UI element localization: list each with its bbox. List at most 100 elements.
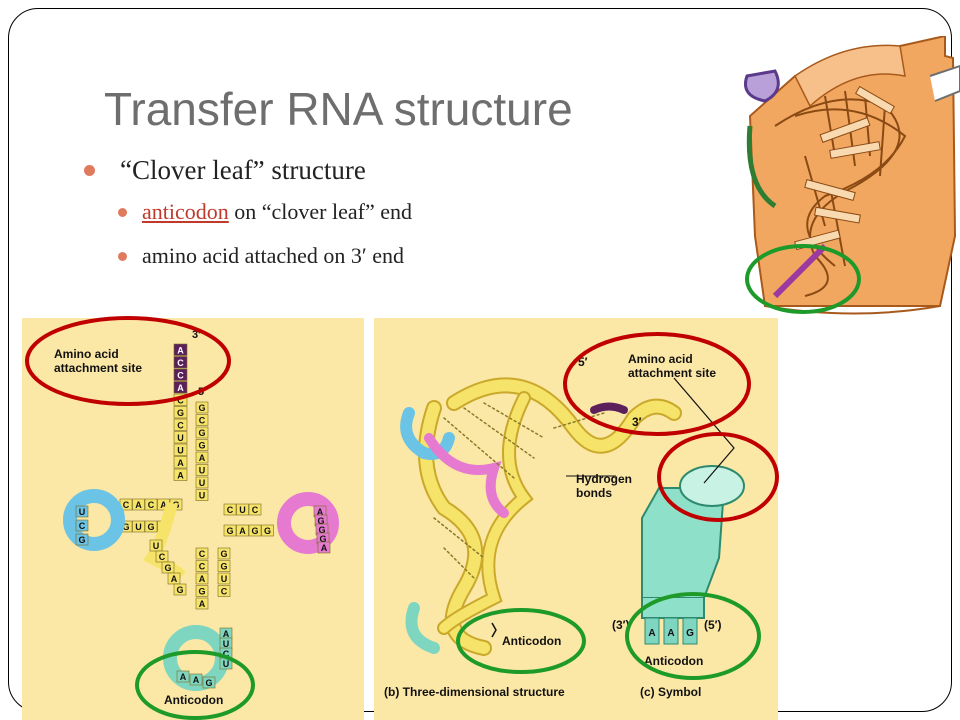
bullet-dot [118,208,127,217]
sub-bullet-amino-acid: amino acid attached on 3′ end [84,234,412,278]
bullet-clover-leaf: “Clover leaf” structure [84,150,412,190]
amino-acid-label-line1: Amino acid [54,347,119,361]
nucleotide-box [195,439,209,451]
nucleotide-box [132,520,145,533]
nucleotide-box [195,572,209,585]
nucleotide-box [217,585,231,597]
nucleotide-base: G [122,522,129,532]
nucleotide-box [195,414,209,426]
sub-bullet-text: on “clover leaf” end [228,199,412,224]
variable-loop [143,501,186,581]
nucleotide-box [195,585,209,597]
nucleotide-base: G [226,526,233,536]
nucleotide-base: G [251,526,258,536]
nucleotide-box [195,489,209,501]
nucleotide-box [217,560,231,572]
nucleotide-base: G [78,535,85,545]
nucleotide-base: A [321,543,328,553]
bullet-list: “Clover leaf” structure anticodon on “cl… [84,150,412,278]
nucleotide-box [217,572,231,585]
nucleotide-base: C [177,371,184,381]
nucleotide-base: G [317,516,324,526]
nucleotide-box [75,505,89,518]
label-3-prime: 3′ [192,329,201,341]
symbol-base-2: A [667,628,674,639]
nucleotide-box [195,597,209,610]
nucleotide-box [261,524,274,537]
trna-3d-model-image [744,36,960,315]
nucleotide-base: C [199,416,206,426]
nucleotide-base: C [177,421,184,431]
nucleotide-box [75,533,89,546]
nucleotide-base: G [264,526,271,536]
d-loop [63,489,125,551]
label-3-prime-3d: 3′ [632,415,642,429]
nucleotide-base: C [123,500,130,510]
nucleotide-base: G [177,408,184,418]
nucleotide-base: C [199,562,206,572]
hydrogen-bonds-label-line2: bonds [576,486,612,500]
nucleotide-box [173,443,188,456]
nucleotide-base: A [239,526,246,536]
nucleotide-base: C [199,549,206,559]
nucleotide-base: A [177,383,184,393]
label-5-prime: 5′ [198,386,207,398]
caption-symbol: (c) Symbol [640,685,701,699]
nucleotide-base: A [177,471,184,481]
nucleotide-box [144,498,158,511]
nucleotide-base: A [199,599,206,609]
amino-acid-label-3d-line1: Amino acid [628,352,693,366]
nucleotide-base: A [199,574,206,584]
nucleotide-base: G [198,587,205,597]
nucleotide-base: A [171,574,178,584]
nucleotide-box [236,524,249,537]
nucleotide-box [317,541,331,554]
anticodon-label-3d: Anticodon [502,634,561,648]
bullet-dot [84,165,95,176]
nucleotide-base: G [198,441,205,451]
t-loop [277,492,339,554]
nucleotide-base: G [220,549,227,559]
nucleotide-base: U [199,491,206,501]
nucleotide-base: U [221,574,228,584]
symbol-base-1: A [648,628,655,639]
cloverleaf-panel: 3′ 5′ Amino acid attachment site ACCACGC… [22,318,364,720]
nucleotide-base: U [135,522,142,532]
nucleotide-box [223,503,237,516]
nucleotide-box [248,524,262,537]
nucleotide-base: C [252,505,259,515]
anticodon-link[interactable]: anticodon [142,199,229,224]
nucleotide-base: G [220,562,227,572]
nucleotide-box [195,547,209,560]
nucleotide-base: G [198,403,205,413]
nucleotide-box [173,456,188,469]
nucleotide-box [173,418,188,431]
symbol-anticodon-label: Anticodon [644,654,703,668]
nucleotide-base: G [205,678,212,688]
nucleotide-base: A [135,500,142,510]
sub-bullet-anticodon: anticodon on “clover leaf” end [84,190,412,234]
bullet-dot [118,252,127,261]
nucleotide-box [195,451,209,464]
nucleotide-base: G [318,525,325,535]
caption-three-dimensional: (b) Three-dimensional structure [384,685,565,699]
nucleotide-base: U [239,505,246,515]
nucleotide-box [173,583,187,596]
nucleotide-box [248,503,262,516]
nucleotide-base: C [177,396,184,406]
nucleotide-box [195,476,209,489]
nucleotide-base: G [319,534,326,544]
nucleotide-base: A [177,346,184,356]
nucleotide-box [173,406,188,419]
nucleotide-base: A [160,500,167,510]
nucleotide-base: U [199,466,206,476]
nucleotide-box [195,426,209,439]
nucleotide-base: G [198,428,205,438]
